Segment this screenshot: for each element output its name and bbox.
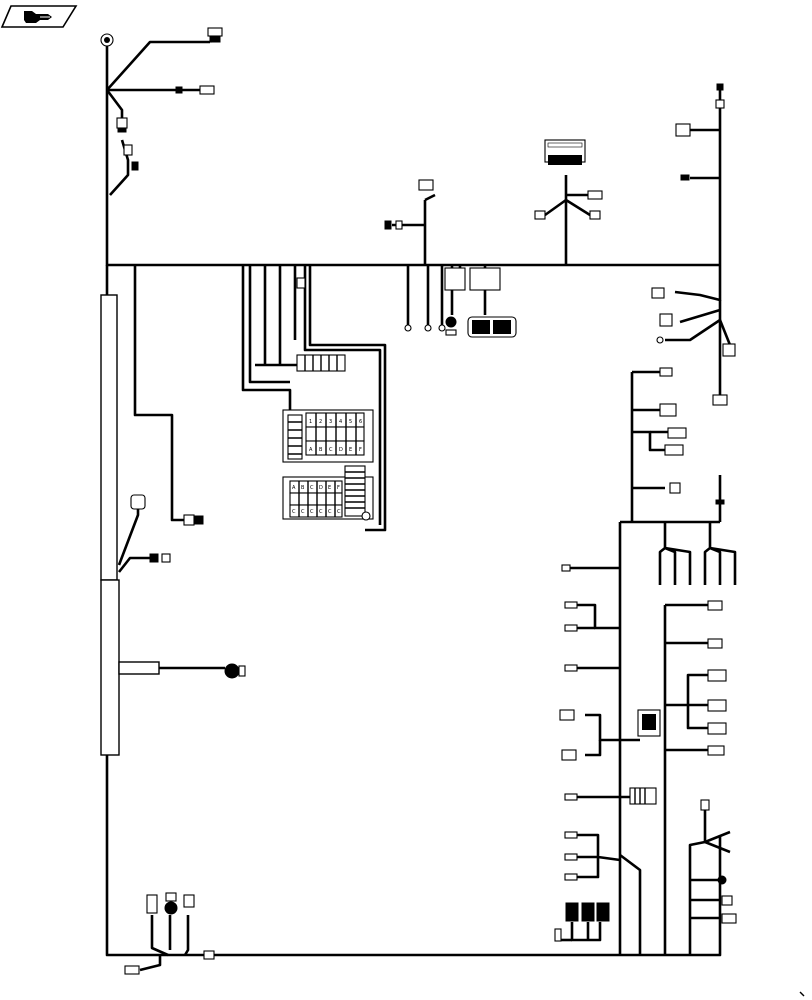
- fuse-label: 1: [309, 419, 312, 425]
- fuse-label: B: [319, 447, 323, 453]
- fuse-label: E: [328, 485, 331, 491]
- fan-out-left: [658, 522, 737, 585]
- bottom-right-connectors[interactable]: [554, 902, 610, 942]
- upper-left-branch: [100, 33, 217, 196]
- fuse-label: 2: [319, 419, 322, 425]
- relay-strip[interactable]: [296, 277, 346, 372]
- right-column-connectors[interactable]: [659, 367, 725, 505]
- right-column-branches: [632, 370, 722, 522]
- fuse-label: A: [292, 485, 296, 491]
- fuse-label: C: [310, 485, 314, 491]
- right-of-column-connectors[interactable]: [700, 600, 737, 924]
- fuse-block-lower[interactable]: A B C D E F C C C C C C: [282, 465, 374, 521]
- connector-top-middle[interactable]: [384, 179, 434, 230]
- central-connector-block[interactable]: [404, 267, 517, 338]
- main-harness-trunk: [105, 40, 722, 957]
- fuse-label: C: [310, 509, 314, 515]
- fuse-label: B: [301, 485, 305, 491]
- connector-right-top[interactable]: [675, 83, 725, 181]
- bottom-left-connectors[interactable]: [124, 892, 215, 975]
- connector-right-cluster[interactable]: [651, 287, 736, 406]
- fuse-label: E: [349, 447, 352, 453]
- fuse-label: D: [339, 447, 343, 453]
- connector-top-4[interactable]: [123, 144, 139, 171]
- fuse-label: A: [309, 447, 313, 453]
- connector-top-3[interactable]: [116, 117, 128, 133]
- fuse-grid-lower: A B C D E F C C C C C C: [289, 480, 343, 518]
- connector-left-round[interactable]: [159, 663, 246, 679]
- top-middle-branch: [392, 193, 436, 265]
- center-module[interactable]: [629, 709, 661, 805]
- bottom-left-branch: [139, 915, 190, 972]
- fuse-label: C: [328, 509, 332, 515]
- left-of-column-connectors[interactable]: [559, 564, 578, 881]
- right-of-column-branch: [663, 603, 731, 955]
- fuse-label: F: [337, 485, 340, 491]
- fuse-label: F: [359, 447, 362, 453]
- fuse-label: 5: [349, 419, 352, 425]
- connector-left-branch[interactable]: [130, 494, 204, 563]
- fuse-label: C: [301, 509, 305, 515]
- fuse-label: C: [329, 447, 333, 453]
- left-sheath-upper: [100, 294, 118, 581]
- fuse-label: 6: [359, 419, 362, 425]
- fuse-label: C: [292, 509, 296, 515]
- page-turn-hand-icon[interactable]: [0, 5, 78, 28]
- module-branch: [544, 175, 591, 265]
- corner-tick-mark: [799, 991, 805, 997]
- fuse-label: 4: [339, 419, 342, 425]
- fuse-label: 3: [329, 419, 332, 425]
- fuse-grid-upper: 1 2 3 4 5 6 A B C D E F: [305, 412, 365, 456]
- left-sheath-lower: [100, 579, 160, 756]
- control-module-connector[interactable]: [534, 139, 603, 220]
- fuse-label: C: [337, 509, 341, 515]
- connector-top-2[interactable]: [175, 85, 215, 95]
- connector-top-1[interactable]: [207, 27, 223, 43]
- left-of-column-branch: [568, 566, 642, 955]
- fuse-label: C: [319, 509, 323, 515]
- fuse-label: D: [319, 485, 323, 491]
- left-side-branch: [117, 265, 188, 573]
- fuse-block-upper[interactable]: 1 2 3 4 5 6 A B C D E F: [282, 409, 374, 463]
- right-upper-branch: [665, 90, 732, 395]
- fuse-feed-wires: [241, 265, 387, 532]
